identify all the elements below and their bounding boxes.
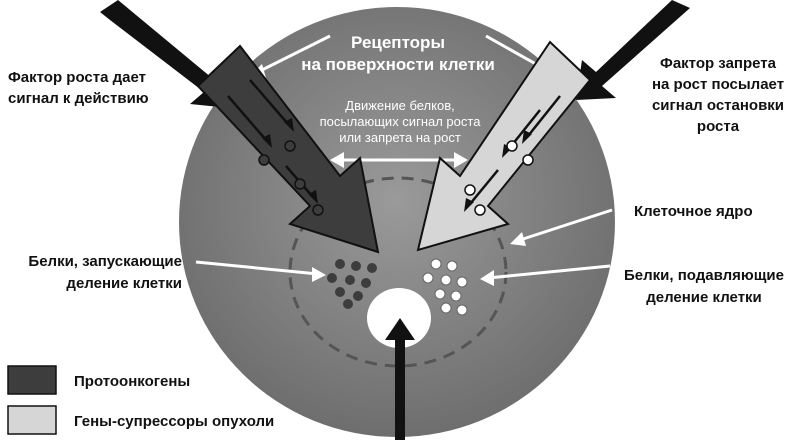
suppressor-receptor-dot <box>522 154 534 166</box>
suppress-proteins-label-line1: Белки, подавляющие <box>624 267 784 284</box>
legend-label-oncogenes: Протоонкогены <box>74 373 190 390</box>
oncogene-inner-arrow-2 <box>249 79 289 125</box>
receptors-label-line2: на поверхности клетки <box>301 55 495 74</box>
nucleus-pointer <box>519 208 613 242</box>
inhibit-factor-label-line4: роста <box>697 118 740 135</box>
oncogene-inner-arrow-3-head <box>308 190 318 204</box>
oncogene-inner-arrow-2-head <box>284 118 294 132</box>
receptors-label-line1: Рецепторы <box>351 33 445 52</box>
oncogene-receptor-dot <box>258 154 270 166</box>
legend-swatch-oncogenes <box>7 365 57 395</box>
suppressor-protein <box>456 276 468 288</box>
inhibit-factor-arrow <box>576 0 690 100</box>
start-proteins-pointer <box>195 260 319 276</box>
oncogene-protein <box>345 275 355 285</box>
suppress-proteins-pointer-head <box>480 270 494 286</box>
suppress-proteins-pointer <box>487 264 611 280</box>
nucleolus <box>367 288 431 348</box>
legend: Протоонкогены Гены-супрессоры опухоли <box>7 365 274 435</box>
growth-factor-label-line2: сигнал к действию <box>8 90 149 107</box>
movement-label-line3: или запрета на рост <box>339 130 461 145</box>
bottom-signal-arrow <box>385 318 415 440</box>
inhibit-factor-label-line2: на рост посылает <box>652 76 784 93</box>
oncogene-protein <box>343 299 353 309</box>
movement-arrow-right-head <box>454 152 468 168</box>
movement-label-line2: посылающих сигнал роста <box>320 114 482 129</box>
oncogene-protein <box>367 263 377 273</box>
start-proteins-label-line1: Белки, запускающие <box>28 253 182 270</box>
suppressor-protein <box>422 272 434 284</box>
nucleus-pointer-head <box>510 232 526 246</box>
movement-arrow-left-head <box>330 152 344 168</box>
inhibit-factor-label-line3: сигнал остановки <box>652 97 784 114</box>
start-proteins-label-line2: деление клетки <box>66 275 182 292</box>
oncogene-protein <box>335 287 345 297</box>
legend-label-suppressors: Гены-супрессоры опухоли <box>74 413 274 430</box>
inhibit-factor-label-line1: Фактор запрета <box>660 55 777 72</box>
oncogene-protein <box>353 291 363 301</box>
suppressor-receptor-dot <box>474 204 486 216</box>
nucleus-label: Клеточное ядро <box>634 203 753 220</box>
suppressor-protein <box>450 290 462 302</box>
suppressor-protein <box>430 258 442 270</box>
suppress-proteins-label-line2: деление клетки <box>646 289 762 306</box>
oncogene-protein <box>327 273 337 283</box>
suppressor-inner-arrow-2-head <box>522 130 532 144</box>
growth-factor-arrow <box>100 0 230 108</box>
start-proteins-pointer-head <box>312 267 326 282</box>
oncogene-protein-cluster <box>327 259 377 309</box>
suppressor-inner-arrow-3 <box>469 169 499 205</box>
receptor-arrow-left <box>257 34 331 74</box>
nucleus-boundary <box>288 176 508 368</box>
oncogene-receptor-dot <box>294 178 306 190</box>
suppressor-protein <box>434 288 446 300</box>
oncogene-inner-arrow-1 <box>227 95 267 141</box>
suppressor-inner-arrow-3-head <box>464 198 474 212</box>
movement-label-line1: Движение белков, <box>345 98 454 113</box>
oncogene-protein <box>361 278 371 288</box>
oncogene-protein <box>351 261 361 271</box>
suppressor-protein <box>456 304 468 316</box>
suppressor-receptor-dot <box>506 140 518 152</box>
suppressor-protein <box>446 260 458 272</box>
oncogene-receptor-dot <box>312 204 324 216</box>
oncogene-inner-arrow-1-head <box>262 134 272 148</box>
oncogene-receptor-dot <box>284 140 296 152</box>
growth-factor-label-line1: Фактор роста дает <box>8 69 146 86</box>
suppressor-inner-arrow-2 <box>527 95 561 137</box>
suppressor-protein-cluster <box>422 258 468 316</box>
suppressor-protein <box>440 274 452 286</box>
suppressor-receptor-dot <box>464 184 476 196</box>
legend-swatch-suppressors <box>7 405 57 435</box>
oncogene-protein <box>335 259 345 269</box>
suppressor-protein <box>440 302 452 314</box>
